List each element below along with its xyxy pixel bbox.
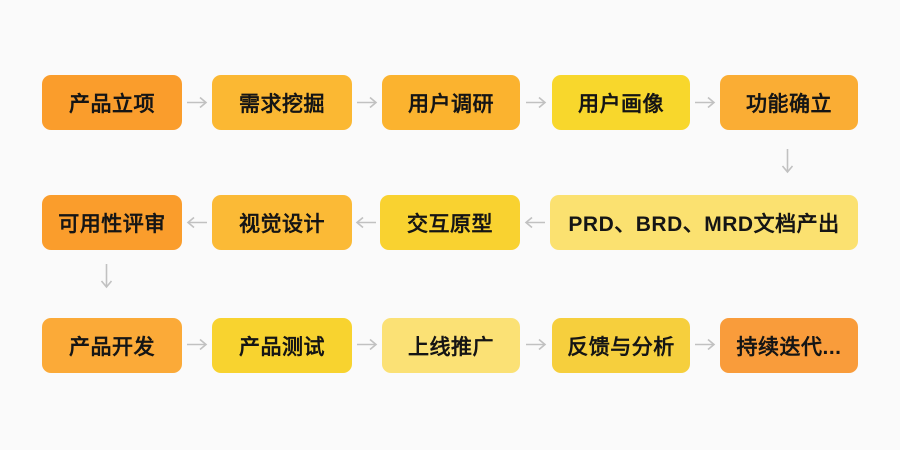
node-usability-review: 可用性评审: [42, 195, 182, 250]
arrow-right-icon: [357, 96, 378, 109]
node-user-research: 用户调研: [382, 75, 520, 130]
arrow-left-icon: [186, 216, 207, 229]
node-feedback-analysis: 反馈与分析: [552, 318, 690, 373]
arrow-right-icon: [695, 96, 716, 109]
node-visual-design: 视觉设计: [212, 195, 352, 250]
arrow-right-icon: [526, 96, 547, 109]
node-prd-brd-mrd-docs: PRD、BRD、MRD文档产出: [550, 195, 858, 250]
node-feature-definition: 功能确立: [720, 75, 858, 130]
arrow-left-icon: [524, 216, 545, 229]
arrow-right-icon: [695, 338, 716, 351]
node-product-development: 产品开发: [42, 318, 182, 373]
node-product-initiation: 产品立项: [42, 75, 182, 130]
node-continuous-iteration: 持续迭代...: [720, 318, 858, 373]
node-user-persona: 用户画像: [552, 75, 690, 130]
node-requirement-mining: 需求挖掘: [212, 75, 352, 130]
arrow-right-icon: [187, 96, 208, 109]
node-product-testing: 产品测试: [212, 318, 352, 373]
arrow-left-icon: [355, 216, 376, 229]
node-interaction-prototype: 交互原型: [380, 195, 520, 250]
arrow-right-icon: [357, 338, 378, 351]
arrow-right-icon: [187, 338, 208, 351]
arrow-right-icon: [526, 338, 547, 351]
arrow-down-icon: [100, 264, 113, 289]
node-launch-promotion: 上线推广: [382, 318, 520, 373]
arrow-down-icon: [781, 149, 794, 174]
